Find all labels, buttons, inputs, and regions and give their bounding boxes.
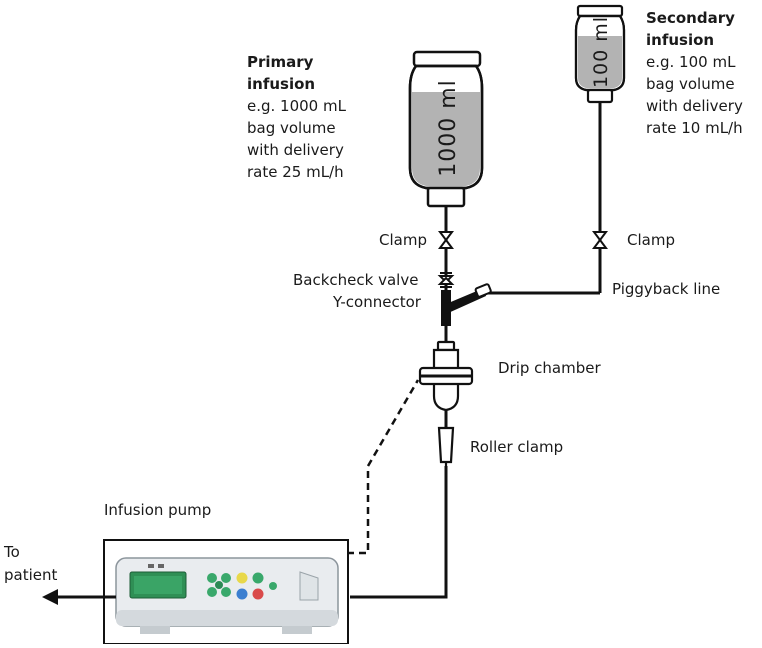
secondary-clamp-icon <box>594 232 606 248</box>
primary-title-line2: infusion <box>247 75 315 93</box>
primary-desc-line2: bag volume <box>247 119 336 137</box>
secondary-desc-line2: bag volume <box>646 75 735 93</box>
backcheck-valve-icon <box>440 273 452 287</box>
y-connector-icon <box>441 284 491 326</box>
drop-sensor-cable <box>347 380 418 553</box>
primary-desc-line4: rate 25 mL/h <box>247 163 344 181</box>
primary-bottle-cap <box>414 52 480 66</box>
to-patient-label-line2: patient <box>4 566 57 584</box>
secondary-bottle-label: 100 ml <box>590 16 612 88</box>
secondary-clamp-label: Clamp <box>627 231 675 249</box>
primary-bottle-connector <box>428 188 464 206</box>
main-line-to-pump <box>350 466 446 597</box>
to-patient-label-line1: To <box>3 543 20 561</box>
roller-clamp-label: Roller clamp <box>470 438 563 456</box>
secondary-description: Secondary infusion e.g. 100 mL bag volum… <box>646 9 743 137</box>
y-connector-label: Y-connector <box>332 293 422 311</box>
secondary-title-line2: infusion <box>646 31 714 49</box>
primary-desc-line3: with delivery <box>247 141 344 159</box>
infusion-pump <box>104 540 348 644</box>
drip-chamber-label: Drip chamber <box>498 359 601 377</box>
secondary-title-line1: Secondary <box>646 9 735 27</box>
primary-description: Primary infusion e.g. 1000 mL bag volume… <box>247 53 347 181</box>
secondary-desc-line4: rate 10 mL/h <box>646 119 743 137</box>
primary-clamp-label: Clamp <box>379 231 427 249</box>
secondary-bottle-connector <box>588 90 612 102</box>
primary-bottle: 1000 ml <box>410 52 482 206</box>
piggyback-line-label: Piggyback line <box>612 280 720 298</box>
backcheck-valve-label: Backcheck valve <box>293 271 418 289</box>
secondary-bottle-cap <box>578 6 622 16</box>
roller-clamp-icon <box>439 428 453 466</box>
primary-clamp-icon <box>440 232 452 248</box>
primary-title-line1: Primary <box>247 53 314 71</box>
primary-desc-line1: e.g. 1000 mL <box>247 97 347 115</box>
secondary-desc-line1: e.g. 100 mL <box>646 53 736 71</box>
secondary-bottle: 100 ml <box>576 6 624 102</box>
secondary-desc-line3: with delivery <box>646 97 743 115</box>
primary-bottle-label: 1000 ml <box>436 79 461 177</box>
infusion-pump-label: Infusion pump <box>104 501 211 519</box>
drip-chamber-icon <box>420 342 472 410</box>
